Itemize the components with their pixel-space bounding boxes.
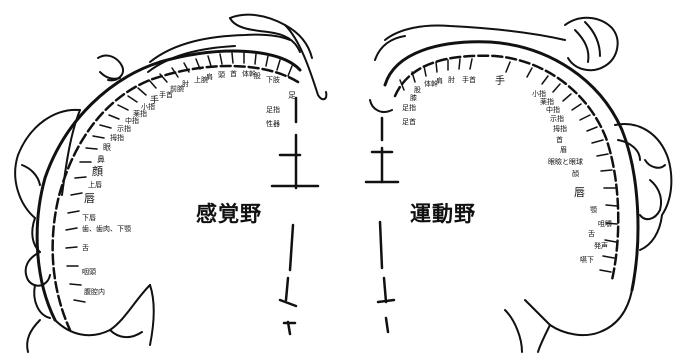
motor-label: 眉	[560, 146, 567, 154]
sensory-label: 鼻	[97, 154, 105, 164]
sensory-label: 下肢	[266, 75, 280, 84]
motor-label: 小指	[532, 89, 546, 98]
motor-label: 眼瞼と眼球	[548, 157, 583, 166]
motor-ticks	[400, 59, 617, 272]
motor-central-sulcus	[366, 118, 398, 332]
motor-label: 発声	[594, 241, 608, 250]
motor-label: 手首	[462, 75, 476, 84]
motor-label: 肘	[448, 75, 455, 84]
sensory-label: 眼	[103, 143, 111, 152]
motor-label: 足指	[402, 103, 416, 112]
motor-label: 顔	[572, 169, 579, 178]
sensory-label: 唇	[84, 192, 95, 205]
sensory-label: 舌	[82, 243, 89, 252]
sensory-label: 示指	[117, 124, 131, 133]
sensory-label: 拇指	[110, 133, 124, 142]
sensory-label: 頭	[218, 71, 225, 79]
motor-label: 顎	[590, 206, 597, 214]
sensory-label: 歯、歯肉、下顎	[82, 224, 131, 233]
sensory-label: 足指	[266, 105, 280, 114]
motor-label: 示指	[550, 114, 564, 123]
motor-label: 首	[556, 135, 563, 144]
motor-label: 中指	[546, 105, 560, 114]
motor-label: 唇	[574, 186, 585, 199]
sensory-label: 手首	[159, 90, 173, 99]
sensory-label: 体幹	[242, 69, 256, 78]
sensory-label: 咽頭	[82, 268, 96, 276]
motor-label: 嚥下	[580, 255, 594, 264]
sensory-central-sulcus	[272, 98, 318, 334]
motor-label: 股	[414, 86, 421, 94]
sensory-label: 中指	[125, 116, 139, 125]
sensory-label: 上唇	[88, 180, 102, 189]
sensory-label: 腹腔内	[84, 287, 105, 296]
motor-label: 手	[495, 74, 505, 87]
motor-cortex-title: 運動野	[410, 198, 476, 228]
motor-label: 膝	[410, 93, 417, 102]
motor-label: 咀嚼	[598, 219, 612, 228]
motor-label: 足首	[402, 117, 416, 126]
sensory-label: 首	[230, 69, 237, 78]
sensory-label: 上腕	[194, 75, 208, 84]
motor-labels: 足指 足首 膝 股 体幹 肩 肘 手首 手 小指 薬指 中指 示指 拇指 首 眉…	[402, 74, 612, 264]
sensory-label: 足	[288, 91, 296, 100]
motor-label: 舌	[588, 229, 595, 238]
sensory-label: 顔	[92, 164, 103, 178]
motor-label: 拇指	[553, 124, 567, 133]
motor-label: 肩	[436, 76, 443, 85]
sensory-cortex-title: 感覚野	[196, 198, 262, 228]
sensory-label: 下唇	[82, 214, 96, 222]
motor-label: 薬指	[540, 97, 554, 106]
sensory-label: 性器	[266, 119, 280, 128]
motor-cortex-outline	[385, 42, 638, 352]
